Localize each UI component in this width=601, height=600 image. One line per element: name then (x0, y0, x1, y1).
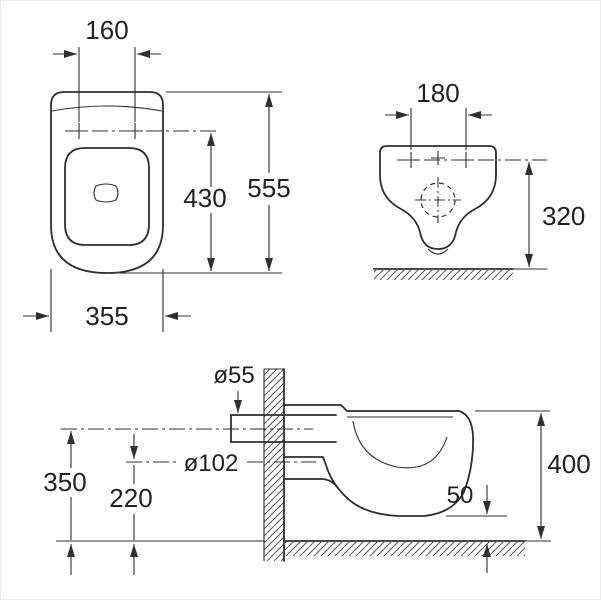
dim-o102-label: ø102 (184, 450, 239, 477)
wall-hatch (264, 369, 284, 561)
dim-430-label: 430 (183, 183, 226, 213)
dim-50: 50 (446, 482, 507, 573)
floor-section (56, 540, 551, 556)
flush-hole-crosshair (415, 177, 461, 223)
toilet-plan-flush-detail (93, 183, 119, 203)
dim-350-label: 350 (43, 467, 86, 497)
front-view: 180 320 (373, 78, 585, 280)
plan-view: 160 555 430 355 (23, 15, 291, 332)
toilet-plan-lid-line (51, 105, 163, 112)
dim-160: 160 (53, 15, 161, 122)
dim-50-label: 50 (447, 482, 474, 509)
dim-355: 355 (23, 269, 191, 332)
side-view: ø55 ø102 350 220 400 (43, 362, 591, 575)
dim-320-label: 320 (542, 201, 585, 231)
dim-160-label: 160 (85, 15, 128, 45)
dim-220-label: 220 (109, 483, 152, 513)
toilet-front-outlet (427, 248, 449, 255)
ground-hatch-front (374, 269, 513, 280)
floor-hatch (284, 541, 525, 556)
toilet-side-outlet-pipe (283, 478, 339, 489)
dim-355-label: 355 (85, 301, 128, 331)
dim-180: 180 (385, 78, 492, 150)
dim-430: 430 (183, 133, 227, 271)
dim-320: 320 (525, 162, 585, 267)
dim-400: 400 (475, 410, 591, 539)
toilet-front-outline (379, 145, 497, 250)
ground-front (373, 268, 547, 280)
toilet-plan-outline (50, 91, 164, 274)
wall-section (263, 368, 285, 562)
dim-400-label: 400 (547, 449, 590, 479)
toilet-side-outline (283, 404, 474, 517)
toilet-plan-seat-opening (64, 147, 150, 246)
dim-180-label: 180 (416, 78, 459, 108)
dim-555: 555 (119, 91, 291, 274)
toilet-side-bowl-interior (352, 420, 448, 469)
dim-350: 350 (43, 431, 87, 575)
dim-o55: ø55 (213, 362, 255, 413)
dim-o55-label: ø55 (213, 362, 254, 389)
dim-220: 220 (109, 434, 153, 575)
dim-555-label: 555 (247, 173, 290, 203)
dim-o102: ø102 (184, 450, 239, 477)
